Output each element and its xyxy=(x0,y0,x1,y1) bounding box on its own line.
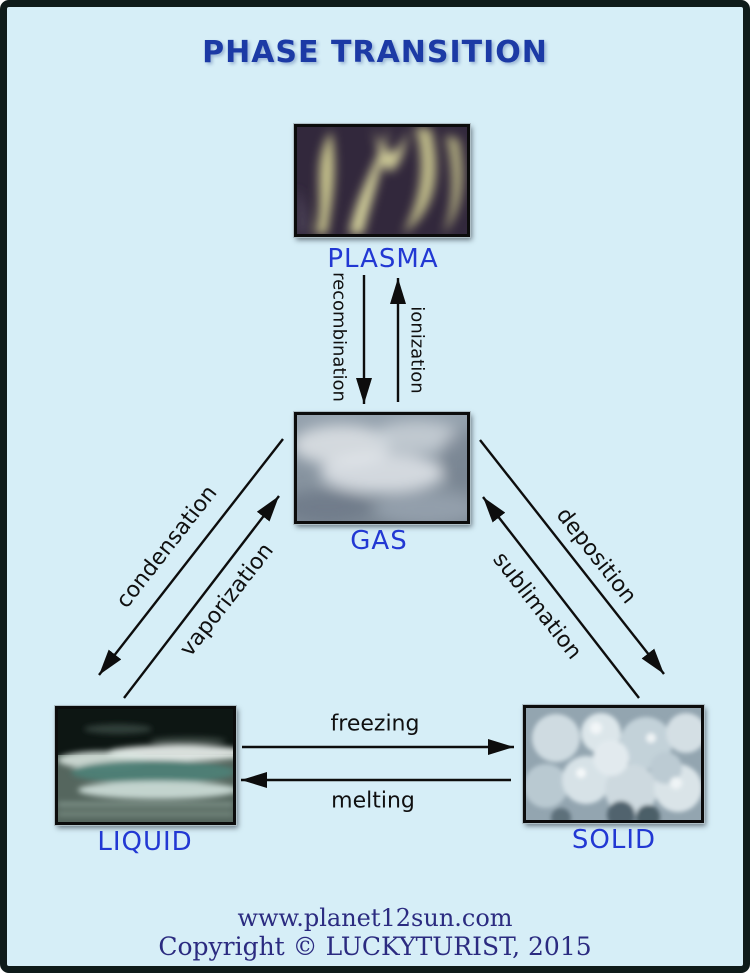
ionization-transition-label: ionization xyxy=(406,306,428,394)
sublimation-arrow xyxy=(482,496,640,699)
plasma-image xyxy=(293,123,471,238)
copyright-notice: Copyright © LUCKYTURIST, 2015 xyxy=(158,932,592,961)
solid-state-label: SOLID xyxy=(571,825,657,855)
vaporization-arrow xyxy=(123,495,280,699)
melting-transition-label: melting xyxy=(331,788,415,814)
condensation-arrow xyxy=(98,438,284,676)
plasma-state-label: PLASMA xyxy=(327,244,439,274)
page-title: PHASE TRANSITION xyxy=(202,35,548,70)
liquid-image xyxy=(54,705,237,826)
gas-state-label: GAS xyxy=(350,526,408,556)
deposition-arrow xyxy=(479,439,665,675)
freezing-transition-label: freezing xyxy=(330,711,420,737)
flame-art xyxy=(297,127,467,234)
solid-image xyxy=(522,704,705,824)
transition-arrows xyxy=(98,275,665,788)
recombination-transition-label: recombination xyxy=(328,272,350,402)
website-url: www.planet12sun.com xyxy=(237,904,513,932)
gas-image xyxy=(293,411,471,525)
liquid-state-label: LIQUID xyxy=(97,827,193,857)
ocean-wave-art xyxy=(58,709,233,822)
cloud-art xyxy=(297,415,467,521)
ice-cubes-art xyxy=(526,708,701,820)
